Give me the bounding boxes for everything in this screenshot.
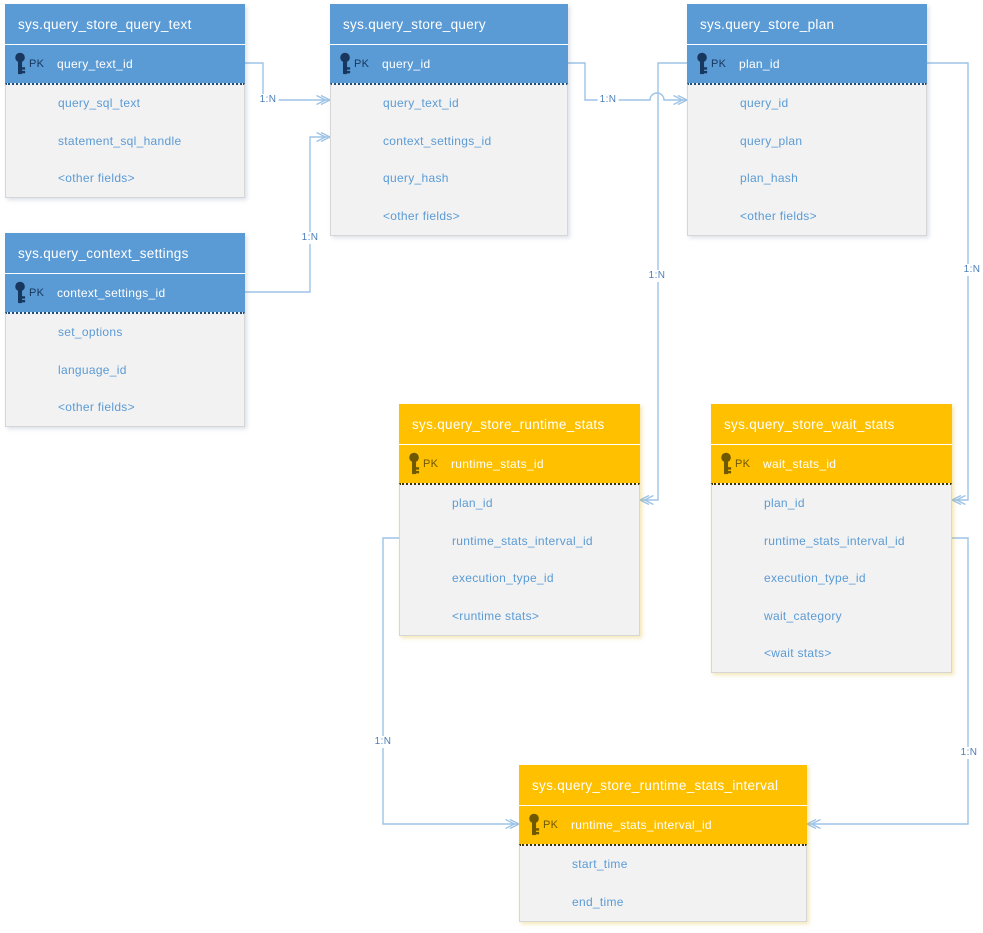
pk-field-name: runtime_stats_id [451,456,544,471]
cardinality-label: 1:N [299,232,321,244]
table-title: sys.query_store_query_text [5,4,245,44]
field-name: statement_sql_handle [58,133,182,148]
field-name: start_time [572,857,628,872]
cardinality-label: 1:N [646,270,668,282]
field-name: context_settings_id [383,133,492,148]
connector-query-to-plan [568,62,689,106]
table-fields: query_sql_text statement_sql_handle <oth… [5,82,245,198]
table-fields: query_text_id context_settings_id query_… [330,82,568,236]
pk-label: PK [423,457,439,470]
field-name: <wait stats> [764,646,832,661]
field-name: <other fields> [58,171,135,186]
field-name: runtime_stats_interval_id [764,533,905,548]
table-query-store-wait-stats[interactable]: sys.query_store_wait_stats PK wait_stats… [711,404,952,673]
cardinality-label: 1:N [372,736,394,748]
primary-key-row: PK query_id [330,44,568,83]
pk-label: PK [29,286,45,299]
field-name: end_time [572,894,624,909]
pk-label: PK [543,818,559,831]
field-name: query_id [740,96,789,111]
table-fields: plan_id runtime_stats_interval_id execut… [711,482,952,673]
pk-field-name: context_settings_id [57,285,166,300]
field-name: plan_id [452,496,493,511]
table-title: sys.query_store_query [330,4,568,44]
primary-key-row: PK wait_stats_id [711,444,952,483]
pk-field-name: query_text_id [57,56,133,71]
cardinality-label: 1:N [958,747,980,759]
table-query-store-runtime-stats[interactable]: sys.query_store_runtime_stats PK runtime… [399,404,640,636]
pk-label: PK [711,57,727,70]
table-query-store-query-text[interactable]: sys.query_store_query_text PK query_text… [5,4,245,198]
field-name: <other fields> [740,208,817,223]
table-title: sys.query_store_runtime_stats [399,404,640,444]
cardinality-label: 1:N [257,94,279,106]
key-icon [14,281,27,305]
field-name: <runtime stats> [452,608,540,623]
cardinality-label: 1:N [961,264,983,276]
field-name: query_text_id [383,96,459,111]
connector-contextsettings-to-query [245,131,332,293]
table-query-store-runtime-stats-interval[interactable]: sys.query_store_runtime_stats_interval P… [519,765,807,922]
pk-label: PK [29,57,45,70]
field-name: <other fields> [58,400,135,415]
key-icon [528,813,541,837]
pk-field-name: wait_stats_id [763,456,837,471]
field-name: query_plan [740,133,803,148]
table-fields: set_options language_id <other fields> [5,311,245,427]
table-query-context-settings[interactable]: sys.query_context_settings PK context_se… [5,233,245,427]
table-title: sys.query_store_runtime_stats_interval [519,765,807,805]
field-name: query_sql_text [58,96,141,111]
field-name: plan_hash [740,171,799,186]
pk-label: PK [354,57,370,70]
primary-key-row: PK runtime_stats_interval_id [519,805,807,844]
key-icon [696,52,709,76]
table-title: sys.query_context_settings [5,233,245,273]
field-name: runtime_stats_interval_id [452,533,593,548]
primary-key-row: PK context_settings_id [5,273,245,312]
pk-field-name: query_id [382,56,431,71]
field-name: set_options [58,325,123,340]
pk-label: PK [735,457,751,470]
table-title: sys.query_store_plan [687,4,927,44]
primary-key-row: PK query_text_id [5,44,245,83]
table-fields: plan_id runtime_stats_interval_id execut… [399,482,640,636]
primary-key-row: PK plan_id [687,44,927,83]
field-name: wait_category [764,608,842,623]
field-name: query_hash [383,171,449,186]
field-name: execution_type_id [452,571,554,586]
table-title: sys.query_store_wait_stats [711,404,952,444]
table-query-store-query[interactable]: sys.query_store_query PK query_id query_… [330,4,568,236]
field-name: execution_type_id [764,571,866,586]
cardinality-label: 1:N [597,94,619,106]
table-fields: query_id query_plan plan_hash <other fie… [687,82,927,236]
pk-field-name: plan_id [739,56,780,71]
key-icon [14,52,27,76]
primary-key-row: PK runtime_stats_id [399,444,640,483]
field-name: plan_id [764,496,805,511]
table-fields: start_time end_time [519,843,807,922]
key-icon [720,452,733,476]
field-name: language_id [58,362,127,377]
table-query-store-plan[interactable]: sys.query_store_plan PK plan_id query_id… [687,4,927,236]
pk-field-name: runtime_stats_interval_id [571,817,712,832]
key-icon [339,52,352,76]
field-name: <other fields> [383,208,460,223]
key-icon [408,452,421,476]
